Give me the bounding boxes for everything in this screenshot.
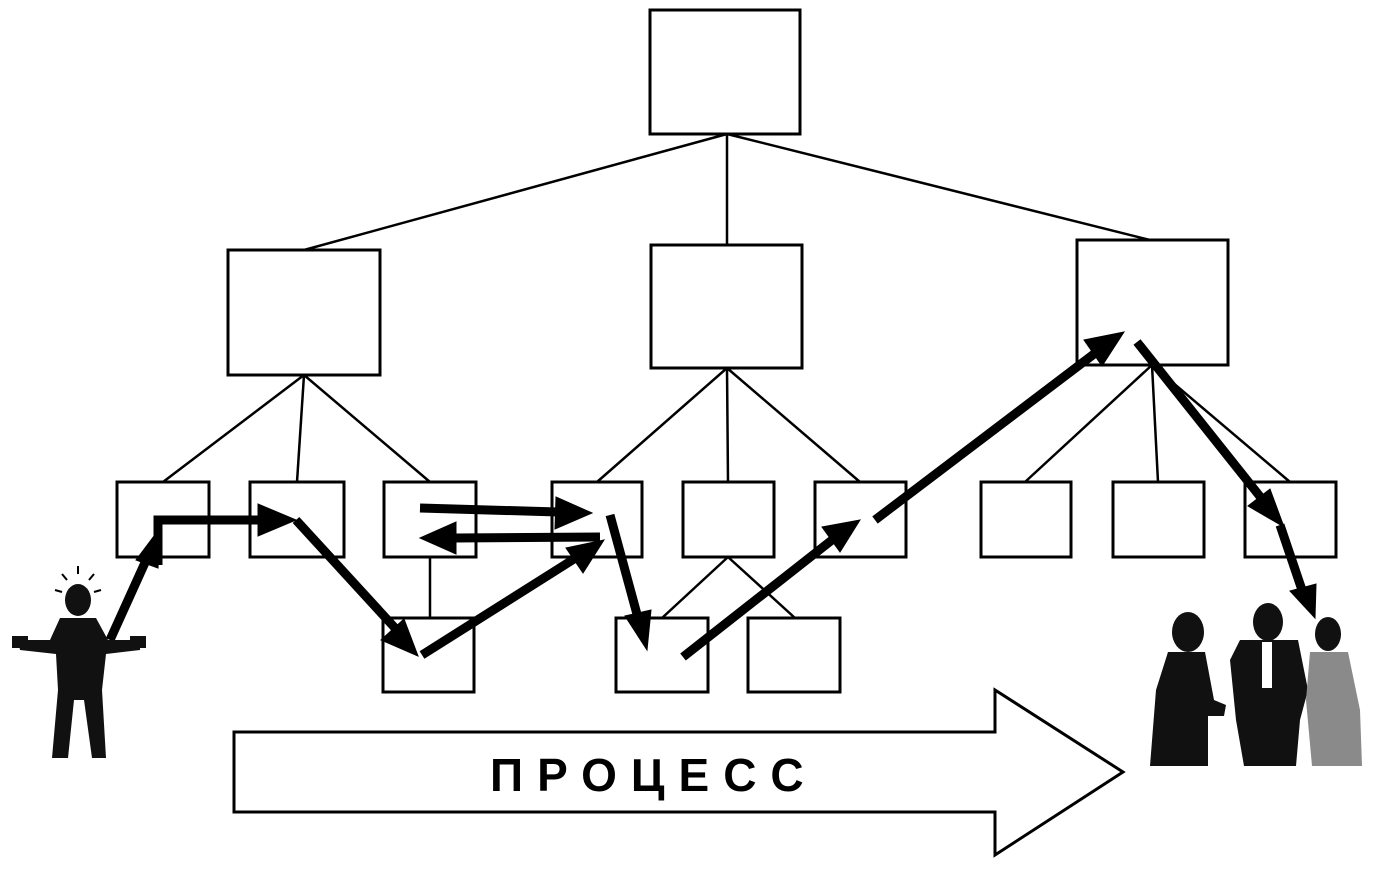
org-boxes: [115, 8, 1338, 694]
lower-unit-box-7: [979, 480, 1073, 559]
process-arrow: ПРОЦЕСС: [232, 687, 1126, 858]
process-label: ПРОЦЕСС: [490, 749, 818, 801]
lower-unit-box-8: [1111, 480, 1206, 559]
top-unit-box: [648, 8, 802, 136]
business-people-group-icon: [1150, 603, 1362, 766]
middle-unit-box-1: [226, 248, 382, 377]
bottom-unit-box-3: [746, 616, 842, 694]
confused-person-icon: [12, 566, 146, 758]
middle-unit-box-2: [649, 243, 804, 370]
flow-path: [105, 331, 1317, 661]
lower-unit-box-3: [382, 480, 478, 559]
lower-unit-box-5: [681, 480, 776, 559]
bottom-unit-box-2: [614, 616, 710, 694]
